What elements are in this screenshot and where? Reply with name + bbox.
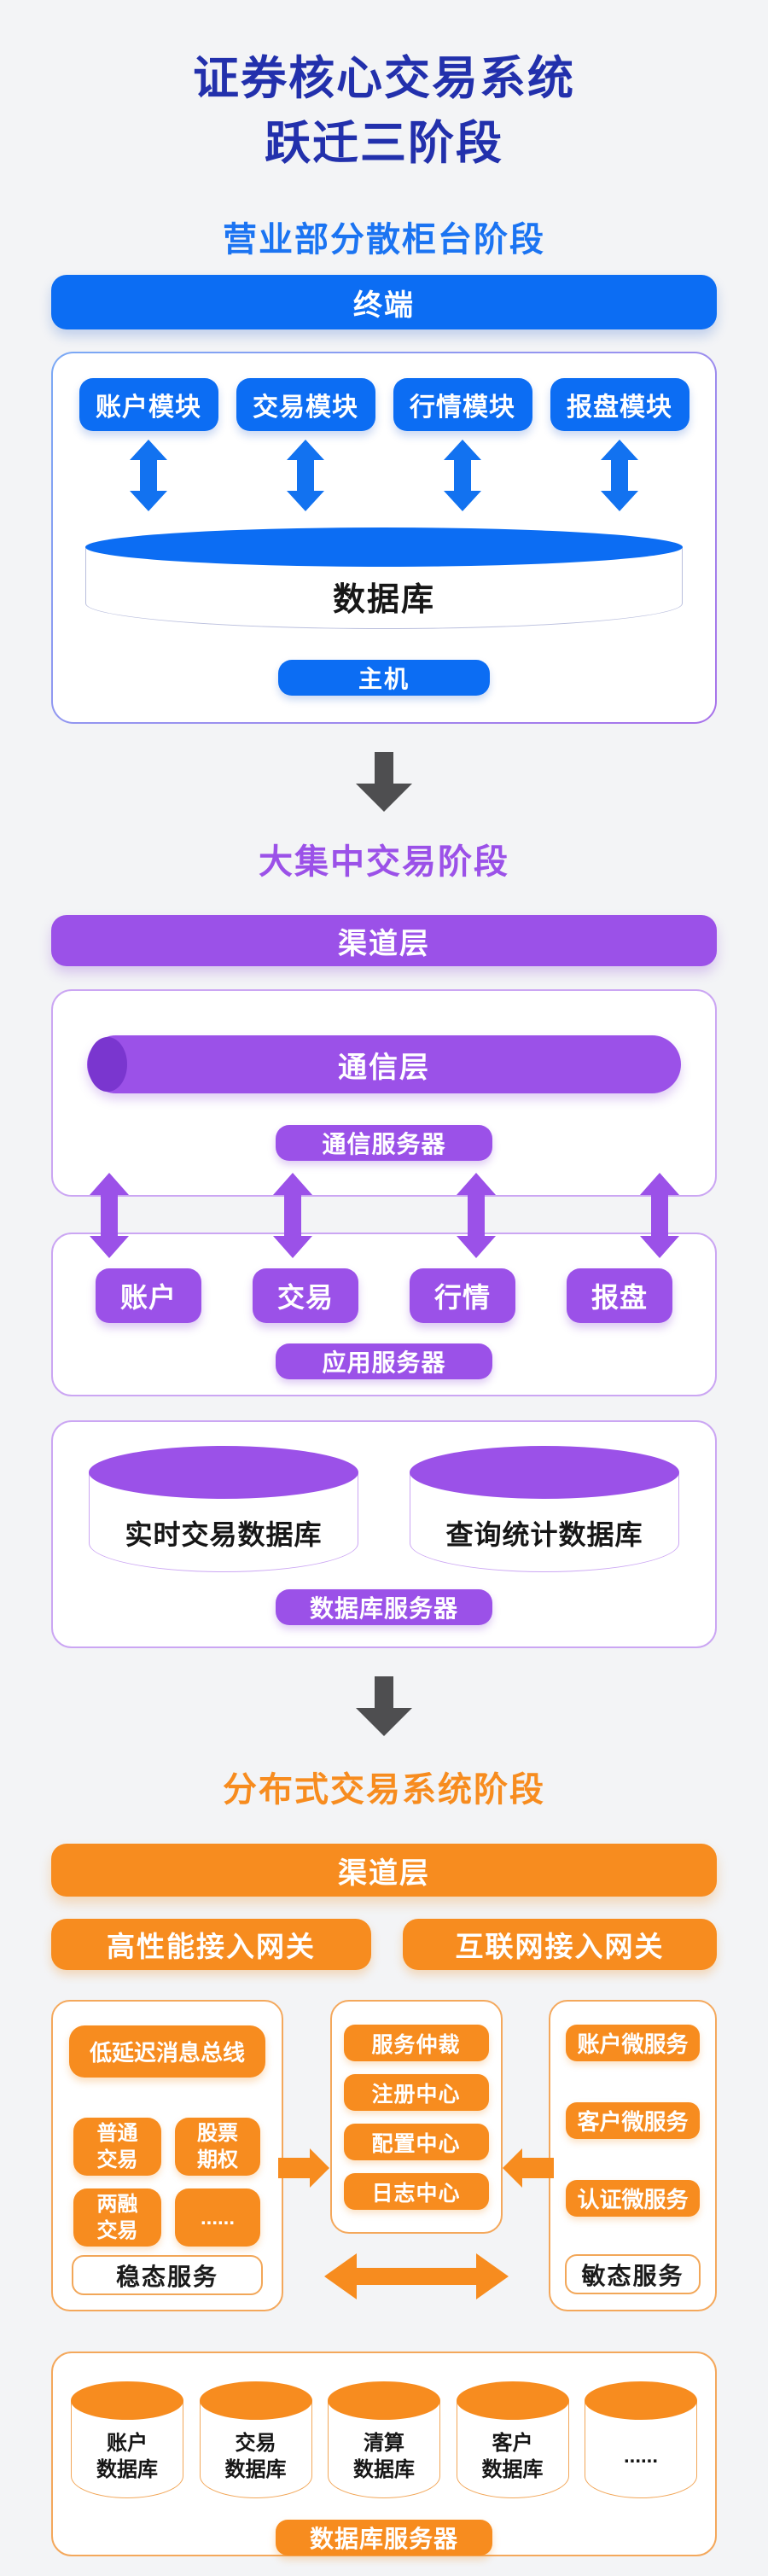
page-title-line2: 跃迁三阶段	[265, 118, 503, 169]
cylinder-top	[456, 2381, 569, 2420]
stage3-db-panel: 账户 数据库 交易 数据库 清算 数据库 客户 数据库 ...... 数据库服务…	[51, 2352, 717, 2556]
down-arrow-icon	[356, 1676, 412, 1736]
page-title: 证券核心交易系统 跃迁三阶段	[0, 0, 768, 176]
stage3-channel-bar: 渠道层	[51, 1844, 717, 1897]
cylinder-top	[328, 2381, 440, 2420]
stage3-middle-column: 服务仲裁 注册中心 配置中心 日志中心	[323, 2000, 509, 2299]
double-arrow-vertical-icon	[639, 1173, 679, 1258]
stage3-account-db-cylinder: 账户 数据库	[71, 2381, 183, 2498]
stage3-service-grid: 普通 交易 股票 期权 两融 交易 ......	[53, 2078, 282, 2247]
double-arrow-vertical-icon	[130, 440, 167, 511]
stage3-left-box: 低延迟消息总线 普通 交易 股票 期权 两融 交易 ...... 稳态服务	[51, 2000, 283, 2311]
cylinder-top	[410, 1446, 679, 1499]
stage2-module-trade: 交易	[253, 1268, 358, 1323]
stage3-hp-gateway: 高性能接入网关	[51, 1919, 371, 1970]
stage2-db-panel: 实时交易数据库 查询统计数据库 数据库服务器	[51, 1420, 717, 1648]
stage1-module-quote: 行情模块	[393, 378, 532, 431]
double-arrow-vertical-icon	[272, 1173, 312, 1258]
sync-horizontal-arrow-icon	[323, 2253, 509, 2299]
stage3-service-normal-trade: 普通 交易	[73, 2118, 161, 2176]
cylinder-top	[85, 527, 683, 567]
stage3-auth-microservice: 认证微服务	[566, 2180, 700, 2217]
stage3-agile-pill: 敏态服务	[565, 2254, 701, 2294]
cylinder-top	[199, 2381, 312, 2420]
stage2-header: 大集中交易阶段	[259, 843, 509, 881]
stage2-db-row: 实时交易数据库 查询统计数据库	[53, 1422, 715, 1572]
stage2-to-stage3-transition	[0, 1676, 768, 1736]
stage3-clearing-db-cylinder: 清算 数据库	[328, 2381, 440, 2498]
stage1-header: 营业部分散柜台阶段	[223, 221, 545, 259]
stage2-app-server-pill: 应用服务器	[276, 1343, 492, 1379]
stage1-module-order: 报盘模块	[550, 378, 689, 431]
stage3-service-arbitration: 服务仲裁	[343, 2025, 489, 2061]
stage3-gateway-row: 高性能接入网关 互联网接入网关	[51, 1919, 717, 1970]
stage1-terminal-bar: 终端	[51, 275, 717, 329]
stage2-realtime-db-cylinder: 实时交易数据库	[89, 1446, 358, 1572]
stage2-module-quote: 行情	[410, 1268, 515, 1323]
double-arrow-vertical-icon	[601, 440, 638, 511]
stage3-service-margin-trade: 两融 交易	[73, 2188, 161, 2247]
stage1-to-stage2-transition	[0, 752, 768, 812]
stage1-module-account: 账户模块	[79, 378, 218, 431]
stage3-right-gap	[503, 2000, 555, 2311]
stage1-module-trade: 交易模块	[236, 378, 375, 431]
page-title-line1: 证券核心交易系统	[193, 53, 575, 104]
stage2-comm-tube: 通信层	[87, 1035, 681, 1093]
double-arrow-vertical-icon	[444, 440, 481, 511]
stage1-arrow-row	[53, 440, 715, 511]
stage2-query-db-cylinder: 查询统计数据库	[410, 1446, 679, 1572]
stage3-registry-center: 注册中心	[343, 2074, 489, 2111]
cylinder-top	[89, 1446, 358, 1499]
stage1-database-cylinder: 数据库	[85, 527, 683, 629]
tube-cap	[88, 1037, 127, 1092]
double-arrow-vertical-icon	[456, 1173, 496, 1258]
stage3-log-center: 日志中心	[343, 2173, 489, 2210]
flow-right-arrow-icon	[277, 2148, 329, 2188]
stage2-channel-bar: 渠道层	[51, 915, 717, 966]
stage2-db-server-pill: 数据库服务器	[276, 1589, 492, 1625]
stage3-db-server-pill: 数据库服务器	[276, 2520, 492, 2556]
stage2-comm-panel: 通信层 通信服务器	[51, 989, 717, 1197]
cylinder-top	[585, 2381, 697, 2420]
stage3-trade-db-cylinder: 交易 数据库	[199, 2381, 312, 2498]
stage3-customer-db-cylinder: 客户 数据库	[456, 2381, 569, 2498]
stage1-module-row: 账户模块 交易模块 行情模块 报盘模块	[53, 378, 715, 431]
flow-left-arrow-icon	[503, 2148, 555, 2188]
stage3-left-gap	[277, 2000, 329, 2311]
stage3-db-row: 账户 数据库 交易 数据库 清算 数据库 客户 数据库 ......	[53, 2353, 715, 2498]
stage2-module-row: 账户 交易 行情 报盘	[53, 1234, 715, 1323]
stage2-arrow-row	[0, 1173, 768, 1258]
stage3-config-center: 配置中心	[343, 2124, 489, 2160]
double-arrow-vertical-icon	[287, 440, 324, 511]
stage2-module-order: 报盘	[567, 1268, 672, 1323]
stage2-comm-tube-label: 通信层	[338, 1051, 430, 1084]
stage3-header: 分布式交易系统阶段	[223, 1771, 545, 1809]
stage3-service-columns: 低延迟消息总线 普通 交易 股票 期权 两融 交易 ...... 稳态服务 服务…	[51, 2000, 717, 2311]
stage3-customer-microservice: 客户微服务	[566, 2102, 700, 2139]
cylinder-top	[71, 2381, 183, 2420]
stage3-steady-pill: 稳态服务	[72, 2255, 263, 2295]
down-arrow-icon	[356, 752, 412, 812]
stage3-more-db-cylinder: ......	[585, 2381, 697, 2498]
stage3-internet-gateway: 互联网接入网关	[403, 1919, 717, 1970]
stage3-bus-pill: 低延迟消息总线	[69, 2025, 265, 2078]
stage2-comm-server-pill: 通信服务器	[276, 1125, 492, 1161]
stage2-module-account: 账户	[96, 1268, 201, 1323]
stage3-service-stock-option: 股票 期权	[175, 2118, 260, 2176]
stage3-account-microservice: 账户微服务	[566, 2025, 700, 2061]
stage3-center-box: 服务仲裁 注册中心 配置中心 日志中心	[329, 2000, 503, 2234]
stage1-host-pill: 主机	[278, 660, 490, 696]
stage3-right-box: 账户微服务 客户微服务 认证微服务 敏态服务	[549, 2000, 717, 2311]
stage1-panel: 账户模块 交易模块 行情模块 报盘模块 数据库 主机	[51, 352, 717, 724]
stage2-app-panel: 账户 交易 行情 报盘 应用服务器	[51, 1233, 717, 1396]
stage3-service-ellipsis: ......	[175, 2188, 260, 2247]
double-arrow-vertical-icon	[89, 1173, 129, 1258]
